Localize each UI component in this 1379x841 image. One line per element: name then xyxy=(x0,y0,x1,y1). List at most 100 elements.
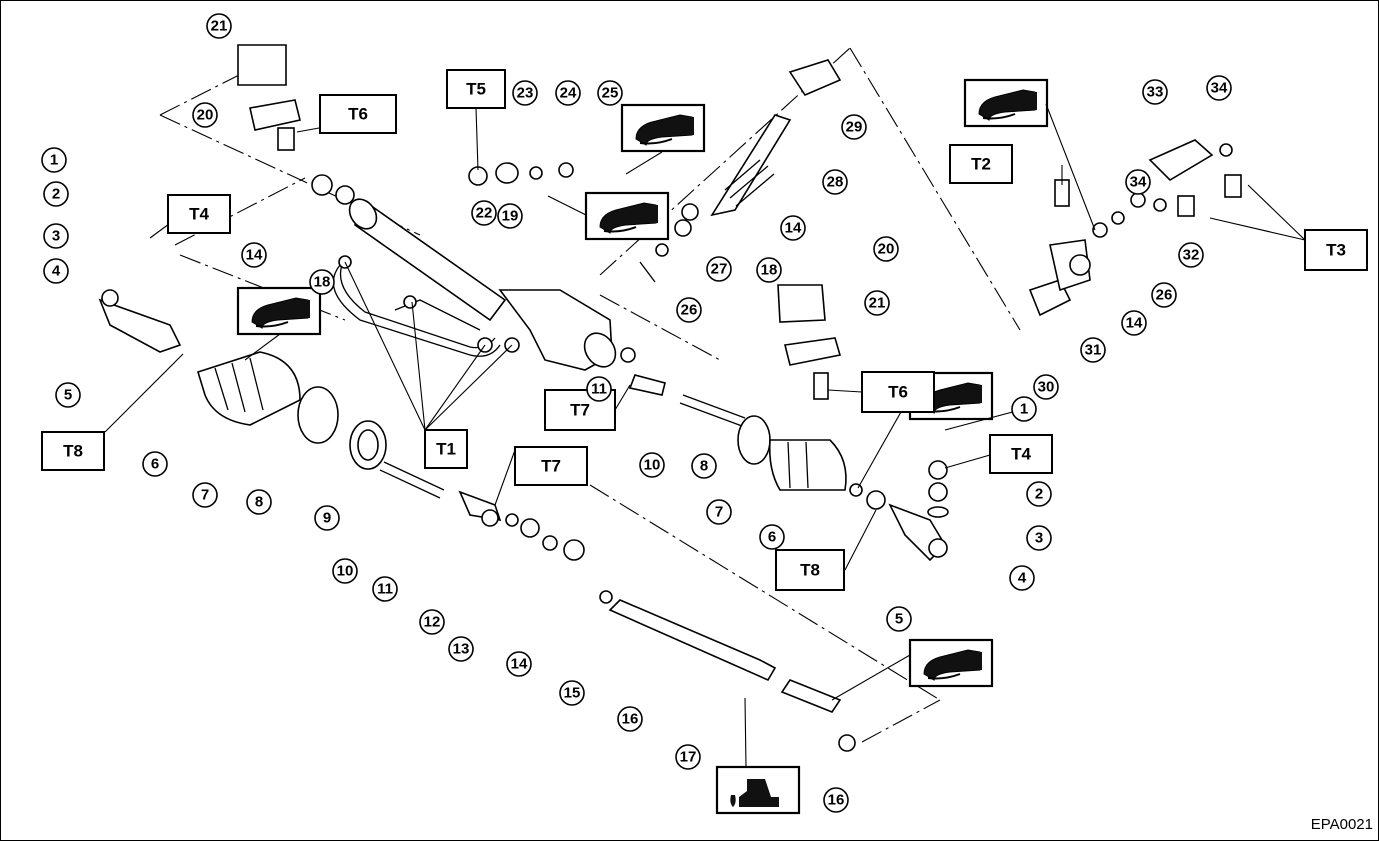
svg-text:2: 2 xyxy=(52,186,60,203)
torque-label-t8-left: T8 xyxy=(41,431,105,471)
torque-label-t4-left: T4 xyxy=(167,194,231,234)
svg-text:7: 7 xyxy=(715,504,723,521)
svg-text:T4: T4 xyxy=(1011,445,1031,464)
callout-14: 14 xyxy=(506,651,532,677)
fluid-symbol xyxy=(715,765,801,815)
svg-text:5: 5 xyxy=(895,611,903,628)
callout-20-b: 20 xyxy=(873,236,899,262)
svg-text:33: 33 xyxy=(1147,84,1164,101)
callout-26: 26 xyxy=(676,297,702,323)
svg-text:31: 31 xyxy=(1085,342,1102,359)
callout-28: 28 xyxy=(822,169,848,195)
grease-symbol-1 xyxy=(236,286,322,336)
callout-30: 30 xyxy=(1033,374,1059,400)
svg-text:16: 16 xyxy=(828,792,845,809)
svg-text:22: 22 xyxy=(476,205,493,222)
figure-code: EPA0021 xyxy=(1310,816,1373,833)
svg-text:20: 20 xyxy=(878,241,895,258)
callout-3: 3 xyxy=(43,223,69,249)
svg-text:7: 7 xyxy=(201,487,209,504)
svg-text:10: 10 xyxy=(337,563,354,580)
svg-text:34: 34 xyxy=(1211,80,1228,97)
torque-label-t5: T5 xyxy=(446,69,506,109)
callout-1-b: 1 xyxy=(1011,396,1037,422)
callout-15: 15 xyxy=(559,680,585,706)
callout-33: 33 xyxy=(1142,79,1168,105)
svg-text:6: 6 xyxy=(768,529,776,546)
svg-text:2: 2 xyxy=(1035,486,1043,503)
callout-8: 8 xyxy=(246,489,272,515)
svg-text:21: 21 xyxy=(869,295,886,312)
callout-4-b: 4 xyxy=(1009,565,1035,591)
grease-symbol-5 xyxy=(908,638,994,688)
svg-text:T4: T4 xyxy=(189,205,209,224)
callout-24: 24 xyxy=(555,80,581,106)
coupling-group xyxy=(1028,139,1242,317)
svg-text:T6: T6 xyxy=(888,383,908,402)
svg-text:26: 26 xyxy=(681,302,698,319)
callout-21-b: 21 xyxy=(864,290,890,316)
callout-34: 34 xyxy=(1206,75,1232,101)
leader-lines xyxy=(104,103,1306,768)
callout-10: 10 xyxy=(332,558,358,584)
callout-13: 13 xyxy=(448,636,474,662)
torque-label-t1: T1 xyxy=(424,429,468,469)
svg-text:14: 14 xyxy=(1126,315,1143,332)
svg-text:12: 12 xyxy=(424,614,441,631)
svg-text:T7: T7 xyxy=(541,457,561,476)
svg-text:1: 1 xyxy=(1020,401,1028,418)
svg-text:4: 4 xyxy=(1018,570,1027,587)
callout-34-b: 34 xyxy=(1125,169,1151,195)
svg-text:15: 15 xyxy=(564,685,581,702)
svg-text:3: 3 xyxy=(1035,530,1043,547)
left-tie-rod-group xyxy=(98,289,856,752)
svg-text:9: 9 xyxy=(323,510,331,527)
callout-27: 27 xyxy=(706,256,732,282)
callout-10-b: 10 xyxy=(639,452,665,478)
torque-label-t7-lower: T7 xyxy=(514,446,588,486)
callout-14-c: 14 xyxy=(780,215,806,241)
svg-text:T1: T1 xyxy=(436,440,456,459)
callout-9: 9 xyxy=(314,505,340,531)
svg-text:16: 16 xyxy=(622,711,639,728)
svg-text:27: 27 xyxy=(711,261,728,278)
torque-label-t4-right: T4 xyxy=(989,434,1053,474)
svg-text:30: 30 xyxy=(1038,379,1055,396)
svg-text:29: 29 xyxy=(846,119,863,136)
callout-8-b: 8 xyxy=(691,453,717,479)
callout-7-b: 7 xyxy=(706,499,732,525)
torque-label-t6-top: T6 xyxy=(319,94,397,134)
torque-label-t8-right: T8 xyxy=(775,549,845,591)
svg-text:14: 14 xyxy=(246,247,263,264)
svg-text:34: 34 xyxy=(1130,174,1147,191)
callout-5: 5 xyxy=(55,382,81,408)
callout-18: 18 xyxy=(309,269,335,295)
svg-text:4: 4 xyxy=(52,263,61,280)
svg-text:11: 11 xyxy=(591,381,607,398)
svg-text:T8: T8 xyxy=(800,561,820,580)
svg-text:17: 17 xyxy=(680,749,697,766)
svg-text:18: 18 xyxy=(761,262,778,279)
callout-6-b: 6 xyxy=(759,524,785,550)
callout-16: 16 xyxy=(617,706,643,732)
grease-symbol-3 xyxy=(584,191,670,241)
svg-text:8: 8 xyxy=(255,494,263,511)
svg-text:T3: T3 xyxy=(1326,241,1346,260)
callout-2: 2 xyxy=(43,181,69,207)
callout-21: 21 xyxy=(206,13,232,39)
callout-26-b: 26 xyxy=(1151,282,1177,308)
svg-text:13: 13 xyxy=(453,641,470,658)
svg-text:5: 5 xyxy=(64,387,72,404)
svg-text:18: 18 xyxy=(314,274,331,291)
svg-text:3: 3 xyxy=(52,228,60,245)
svg-text:1: 1 xyxy=(50,152,58,169)
right-tie-rod-group xyxy=(620,347,949,562)
torque-label-t6-right: T6 xyxy=(861,371,935,413)
gearbox-housing xyxy=(332,198,617,371)
grease-symbol-6 xyxy=(963,78,1049,128)
clamps xyxy=(237,44,842,400)
callout-18-b: 18 xyxy=(756,257,782,283)
callout-25: 25 xyxy=(597,80,623,106)
svg-text:32: 32 xyxy=(1183,247,1200,264)
svg-text:20: 20 xyxy=(197,107,214,124)
